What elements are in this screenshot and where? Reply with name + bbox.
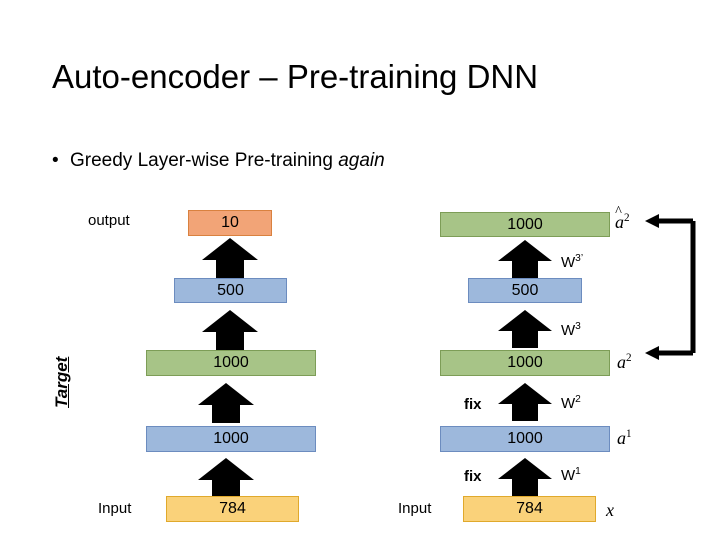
feedback-bracket-icon [645,212,705,362]
weight-label-w3-sup: 3 [575,321,581,332]
left-arrow-784-to-1000 [198,458,254,498]
right-layer-1000-green-top-value: 1000 [507,215,543,233]
left-output-label: output [88,212,130,229]
right-layer-784-value: 784 [516,500,543,517]
math-label-a2-base: a [617,352,626,372]
left-arrow-1000-to-500 [202,310,258,350]
right-layer-1000-blue-value: 1000 [507,430,543,447]
right-arrow-1000-to-500 [498,310,552,348]
left-layer-1000-green[interactable]: 1000 [146,350,316,376]
math-label-a2-hat-sup: 2 [624,212,630,224]
left-layer-500[interactable]: 500 [174,278,287,303]
weight-label-w3prime-sup: 3’ [575,253,584,264]
weight-label-w2: W2 [561,394,581,412]
weight-label-w3prime-base: W [561,254,576,271]
weight-label-w1: W1 [561,466,581,484]
right-layer-1000-blue[interactable]: 1000 [440,426,610,452]
left-arrow-500-to-10 [202,238,258,278]
left-layer-output-10-value: 10 [221,214,239,231]
right-arrow-784-to-1000 [498,458,552,496]
page-title: Auto-encoder – Pre-training DNN [52,58,539,95]
math-label-a1-base: a [617,428,626,448]
left-layer-1000-green-value: 1000 [213,354,249,371]
math-label-a1-sup: 1 [626,428,632,440]
left-layer-784[interactable]: 784 [166,496,299,522]
math-label-a1: a1 [617,428,632,449]
left-layer-1000-blue-value: 1000 [213,430,249,447]
bullet-text-emphasis: again [338,150,385,171]
right-arrow-500-to-1000-top [498,240,552,278]
math-label-a2-sup: 2 [626,352,632,364]
weight-label-w1-sup: 1 [575,466,581,477]
left-layer-1000-blue[interactable]: 1000 [146,426,316,452]
math-label-x-base: x [606,500,614,520]
right-layer-784[interactable]: 784 [463,496,596,522]
bullet-marker: • [52,150,59,171]
math-label-a2: a2 [617,352,632,373]
right-layer-1000-green-mid-value: 1000 [507,354,543,371]
left-layer-784-value: 784 [219,500,246,517]
weight-label-w3prime: W3’ [561,253,584,271]
bullet-item: • Greedy Layer-wise Pre-training again [52,150,385,172]
math-label-a2-hat-base: a [615,212,624,232]
left-layer-500-value: 500 [217,281,244,299]
right-arrow-1000-to-1000 [498,383,552,421]
math-label-x: x [606,500,614,521]
weight-label-w2-base: W [561,395,576,412]
weight-label-w1-base: W [561,467,576,484]
right-layer-1000-green-top[interactable]: 1000 [440,212,610,237]
left-layer-output-10[interactable]: 10 [188,210,272,236]
weight-label-w3: W3 [561,321,581,339]
left-input-label: Input [98,500,132,517]
target-label: Target [52,356,71,408]
weight-label-w3-base: W [561,322,576,339]
bullet-text: Greedy Layer-wise Pre-training [70,150,339,171]
weight-label-w2-sup: 2 [575,394,581,405]
right-layer-1000-green-mid[interactable]: 1000 [440,350,610,376]
left-arrow-1000-to-1000 [198,383,254,423]
fix-label-w2: fix [464,396,482,413]
math-label-a2-hat: ^a2 [615,204,630,233]
math-hat-mark: ^ [615,203,622,220]
right-layer-500-value: 500 [511,281,539,299]
right-input-label: Input [398,500,432,517]
right-layer-500[interactable]: 500 [468,278,582,303]
fix-label-w1: fix [464,468,482,485]
